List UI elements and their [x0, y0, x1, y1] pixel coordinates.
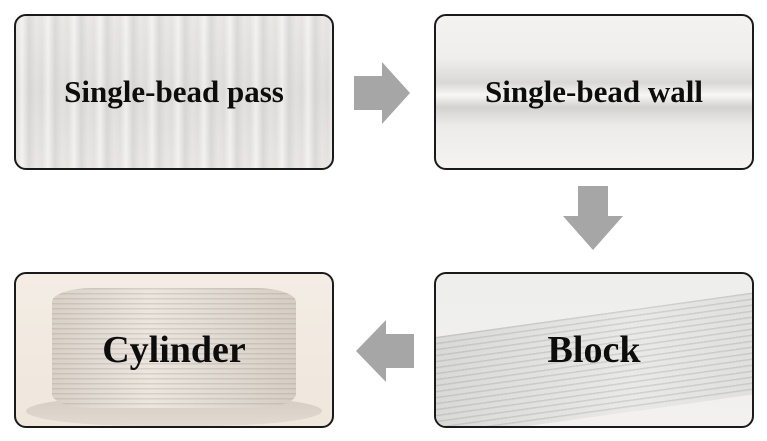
arrow-down-icon	[563, 186, 623, 250]
arrow-left-icon	[356, 320, 414, 382]
step-label: Single-bead pass	[64, 74, 284, 109]
step-label: Block	[547, 329, 641, 371]
arrow-right-icon	[354, 62, 410, 124]
step-label: Cylinder	[102, 329, 246, 371]
step-block: Block	[434, 272, 754, 428]
step-label: Single-bead wall	[485, 74, 703, 109]
step-single-bead-wall: Single-bead wall	[434, 14, 754, 170]
step-cylinder: Cylinder	[14, 272, 334, 428]
step-single-bead-pass: Single-bead pass	[14, 14, 334, 170]
cylinder-image	[52, 288, 296, 408]
